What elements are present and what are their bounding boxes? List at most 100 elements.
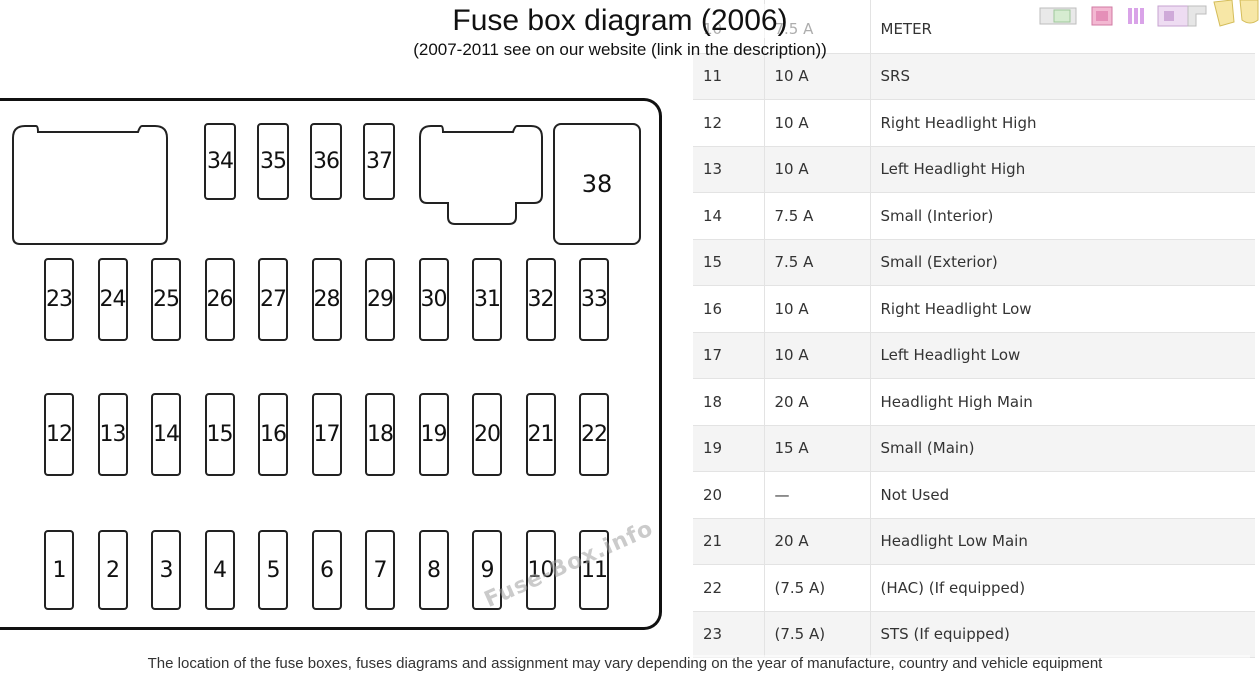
fuse-circuit-cell: Headlight Low Main [870, 518, 1255, 565]
fuse-27: 27 [258, 258, 288, 341]
fuse-circuit-cell: Not Used [870, 471, 1255, 519]
fuse-number-cell: 20 [693, 471, 765, 519]
fuse-11: 11 [579, 530, 609, 610]
fuse-19: 19 [418, 393, 449, 476]
fuse-17: 17 [311, 393, 342, 476]
fuse-34: 34 [204, 123, 236, 200]
fuse-circuit-cell: Right Headlight High [870, 99, 1255, 147]
fuse-icon-blade [1039, 7, 1077, 25]
fuse-30: 30 [418, 258, 449, 341]
fuse-amperage-cell: (7.5 A) [764, 564, 871, 612]
fuse-amperage-cell: 20 A [764, 378, 871, 426]
fuse-number-cell: 16 [693, 285, 765, 333]
fuse-26: 26 [204, 258, 235, 341]
fuse-35: 35 [257, 123, 289, 200]
fuse-28: 28 [311, 258, 342, 341]
fuse-number-cell: 19 [693, 425, 765, 472]
fuse-2: 2 [97, 530, 128, 610]
fuse-3: 3 [151, 530, 181, 610]
fuse-box-38: 38 [553, 123, 641, 245]
fuse-icon-micro [1128, 8, 1144, 24]
fuse-circuit-cell: (HAC) (If equipped) [870, 564, 1255, 612]
fuse-10: 10 [525, 530, 556, 610]
fuse-amperage-cell: 10 A [764, 99, 871, 147]
fuse-number-cell: 11 [693, 53, 765, 100]
table-row: 22(7.5 A)(HAC) (If equipped) [693, 564, 1255, 612]
fuse-33: 33 [579, 258, 609, 341]
fuse-icon-yellow [1213, 0, 1259, 27]
fuse-20: 20 [472, 393, 502, 476]
footer-note: The location of the fuse boxes, fuses di… [0, 655, 1250, 672]
fuse-6: 6 [311, 530, 342, 610]
fuse-label-38: 38 [581, 170, 613, 198]
table-row: 23(7.5 A)STS (If equipped) [693, 611, 1255, 658]
fuse-number-cell: 13 [693, 146, 765, 193]
fuse-32: 32 [525, 258, 556, 341]
table-row: 20—Not Used [693, 471, 1255, 519]
fuse-37: 37 [363, 123, 395, 200]
fuse-amperage-cell: 7.5 A [764, 192, 871, 240]
fuse-icon-cartridge [1157, 5, 1207, 27]
fuse-number-cell: 14 [693, 192, 765, 240]
fuse-14: 14 [151, 393, 181, 476]
fuse-number-cell: 12 [693, 99, 765, 147]
fuse-circuit-cell: Left Headlight Low [870, 332, 1255, 379]
fuse-25: 25 [151, 258, 181, 341]
fuse-amperage-cell: 10 A [764, 146, 871, 193]
fuse-amperage-cell: — [764, 471, 871, 519]
fuse-amperage-cell: 15 A [764, 425, 871, 472]
fuse-amperage-cell: 20 A [764, 518, 871, 565]
fuse-amperage-cell: 10 A [764, 332, 871, 379]
fuse-1: 1 [44, 530, 74, 610]
fuse-31: 31 [472, 258, 502, 341]
fuse-15: 15 [204, 393, 235, 476]
fuse-number-cell: 17 [693, 332, 765, 379]
fuse-circuit-cell: SRS [870, 53, 1255, 100]
fuse-icon-mini [1091, 6, 1113, 26]
fuse-circuit-cell: Small (Main) [870, 425, 1255, 472]
fuse-amperage-cell: 10 A [764, 53, 871, 100]
fuse-5: 5 [258, 530, 288, 610]
fuse-7: 7 [365, 530, 395, 610]
fuse-circuit-cell: Right Headlight Low [870, 285, 1255, 333]
fuse-13: 13 [97, 393, 128, 476]
fuse-number-cell: 23 [693, 611, 765, 658]
fuse-number-cell: 15 [693, 239, 765, 286]
fuse-number-cell: 18 [693, 378, 765, 426]
fuse-circuit-cell: Small (Interior) [870, 192, 1255, 240]
fuse-circuit-cell: Left Headlight High [870, 146, 1255, 193]
fuse-23: 23 [44, 258, 74, 341]
fuse-amperage-cell: 7.5 A [764, 239, 871, 286]
fuse-4: 4 [204, 530, 235, 610]
fuse-24: 24 [97, 258, 128, 341]
fuse-12: 12 [44, 393, 74, 476]
fuse-21: 21 [525, 393, 556, 476]
fuse-8: 8 [418, 530, 449, 610]
fuse-number-cell: 22 [693, 564, 765, 612]
fuse-22: 22 [579, 393, 609, 476]
fuse-logo [1036, 0, 1260, 32]
fuse-amperage-cell: 10 A [764, 285, 871, 333]
fuse-36: 36 [310, 123, 342, 200]
fuse-amperage-cell: (7.5 A) [764, 611, 871, 658]
fuse-number-cell: 21 [693, 518, 765, 565]
fuse-circuit-cell: Small (Exterior) [870, 239, 1255, 286]
fuse-16: 16 [258, 393, 288, 476]
page-title: Fuse box diagram (2006) [370, 4, 870, 38]
fuse-circuit-cell: STS (If equipped) [870, 611, 1255, 658]
fuse-9: 9 [472, 530, 502, 610]
page-subtitle: (2007-2011 see on our website (link in t… [413, 40, 827, 59]
fuse-circuit-cell: Headlight High Main [870, 378, 1255, 426]
